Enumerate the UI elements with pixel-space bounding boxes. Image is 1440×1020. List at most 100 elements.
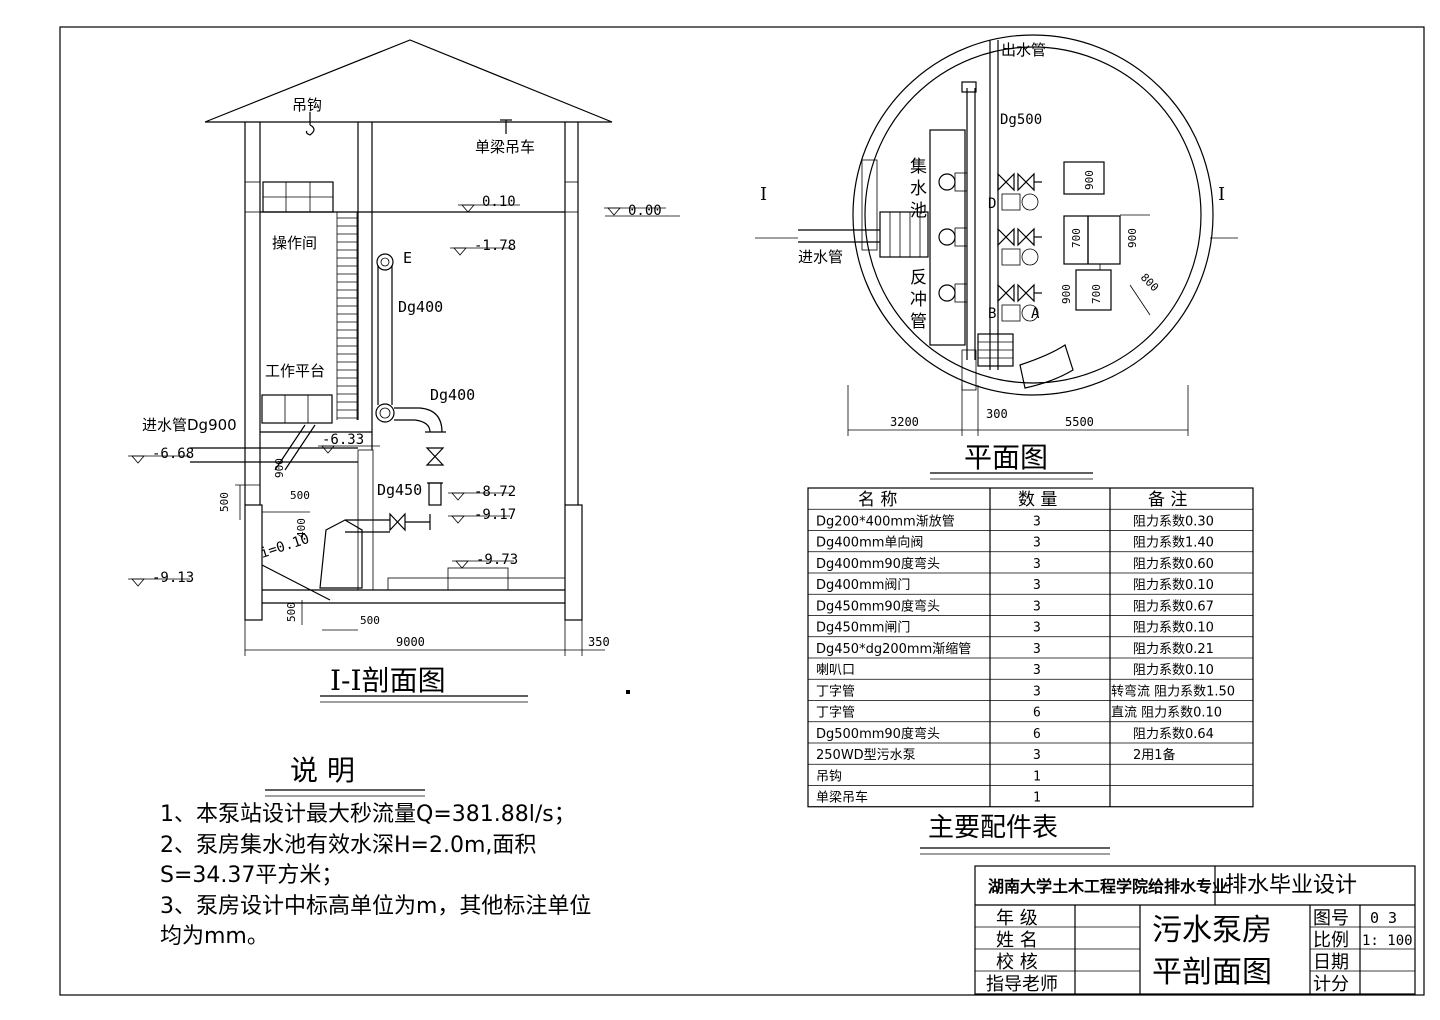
table-cell-name: Dg500mm90度弯头 xyxy=(816,726,940,742)
pump-body xyxy=(1001,304,1021,322)
section-mark-left: I xyxy=(760,184,767,205)
notes-block: 1、本泵站设计最大秒流量Q=381.88l/s； 2、泵房集水池有效水深H=2.… xyxy=(160,800,660,953)
table-cell-name: 250WD型污水泵 xyxy=(816,748,916,763)
table-cell-qty: 3 xyxy=(1033,557,1041,572)
gate-valve-icon xyxy=(389,512,406,532)
plan-dim-800: 800 xyxy=(1138,271,1161,294)
plan-title: 平面图 xyxy=(964,441,1048,474)
drawing-name-1: 污水泵房 xyxy=(1152,913,1272,948)
plan-valve-icon xyxy=(997,227,1015,247)
table-cell-note: 阻力系数0.10 xyxy=(1133,621,1214,636)
point-e-label: E xyxy=(403,249,412,267)
elevation-marker-icon xyxy=(131,578,145,587)
control-room-label: 操作间 xyxy=(272,234,317,252)
plan-dim-5500: 5500 xyxy=(1065,415,1094,429)
elev-9-17: -9.17 xyxy=(474,507,516,523)
pump-suction xyxy=(319,519,363,589)
pump-b-label: B xyxy=(988,306,996,322)
elevation-marker-icon xyxy=(607,207,621,216)
elevation-marker-icon xyxy=(131,455,145,464)
table-cell-name: Dg400mm90度弯头 xyxy=(816,556,940,572)
elevation-marker-icon xyxy=(451,492,465,501)
crane-label: 单梁吊车 xyxy=(475,138,535,156)
work-platform xyxy=(261,394,333,424)
sump-label-2: 水 xyxy=(910,179,927,199)
dg400-label-b: Dg400 xyxy=(430,386,475,404)
elevation-marker-icon xyxy=(455,560,469,569)
table-cell-qty: 3 xyxy=(1033,642,1041,657)
sheet-border xyxy=(59,26,1425,996)
dim-500-base: 500 xyxy=(360,614,380,627)
title-block xyxy=(974,865,1416,995)
table-cell-qty: 3 xyxy=(1033,684,1041,699)
tb-field-drawing-no: 图号 xyxy=(1313,908,1349,929)
plan-valve-icon xyxy=(997,172,1015,192)
tb-value-drawing-no: 0 3 xyxy=(1370,909,1397,927)
elevation-marker-icon xyxy=(461,204,475,213)
elev-1-78: -1.78 xyxy=(474,238,516,254)
backflush-label-1: 反 xyxy=(910,268,927,288)
right-wall-below-grade xyxy=(564,504,583,621)
table-cell-name: Dg450mm90度弯头 xyxy=(816,598,940,614)
plan-dim-700-a: 700 xyxy=(1070,228,1083,248)
plan-inlet-label: 进水管 xyxy=(798,248,843,266)
sump-label-1: 集 xyxy=(910,157,927,177)
dg400-label-a: Dg400 xyxy=(398,298,443,316)
outlet-pipe-label: 出水管 xyxy=(1001,41,1046,59)
pump-outlet-icon xyxy=(938,173,956,191)
tb-value-scale: 1: 100 xyxy=(1362,933,1413,949)
plan-check-valve-icon xyxy=(1017,283,1035,303)
table-cell-name: Dg200*400mm渐放管 xyxy=(816,514,955,529)
elev-0-10: 0.10 xyxy=(482,194,516,210)
dim-9000-label: 9000 xyxy=(396,635,425,649)
elev-6-68: -6.68 xyxy=(152,446,194,462)
tb-name: 姓 名 xyxy=(996,930,1038,951)
backflush-label-3: 管 xyxy=(910,312,927,332)
notes-title: 说 明 xyxy=(290,754,355,787)
table-cell-qty: 6 xyxy=(1033,727,1041,742)
plan-dim-900-b: 900 xyxy=(1126,228,1139,248)
elev-9-73: -9.73 xyxy=(476,552,518,568)
table-cell-name: 丁字管 xyxy=(816,706,855,721)
table-cell-note: 阻力系数0.10 xyxy=(1133,663,1214,678)
tb-field-date: 日期 xyxy=(1313,952,1349,973)
roof xyxy=(204,39,613,123)
section-view xyxy=(128,39,680,703)
plan-dim-3200: 3200 xyxy=(890,415,919,429)
table-cell-name: 单梁吊车 xyxy=(816,790,868,806)
pump-d-label: D xyxy=(988,196,996,212)
plan-dim-300: 300 xyxy=(986,407,1008,421)
table-cell-note: 转弯流 阻力系数1.50 xyxy=(1111,683,1235,699)
pump-connector xyxy=(954,172,968,192)
pump-motor-icon xyxy=(1021,248,1039,266)
inlet-pipe-label: 进水管Dg900 xyxy=(142,416,237,434)
elevation-marker-icon xyxy=(453,247,467,256)
pump-connector xyxy=(954,227,968,247)
drawing-name-2: 平剖面图 xyxy=(1152,955,1272,990)
table-cell-qty: 3 xyxy=(1033,599,1041,614)
plan-dim-900-c: 900 xyxy=(1060,284,1073,304)
pump-house-outer-wall xyxy=(852,34,1214,396)
dim-350-label: 350 xyxy=(588,635,610,649)
table-cell-name: Dg400mm阀门 xyxy=(816,578,910,593)
dim-900: 900 xyxy=(273,458,286,478)
table-cell-note: 阻力系数0.60 xyxy=(1133,557,1214,572)
table-cell-qty: 3 xyxy=(1033,748,1041,763)
outlet-dg500-label: Dg500 xyxy=(1000,112,1042,128)
pump-body xyxy=(1001,193,1021,211)
elev-6-33: -6.33 xyxy=(322,432,364,448)
plan-dim-700-b: 700 xyxy=(1090,284,1103,304)
table-cell-qty: 3 xyxy=(1033,514,1041,529)
pump-outlet-icon xyxy=(938,228,956,246)
pump-outlet-icon xyxy=(938,284,956,302)
section-title: I-I剖面图 xyxy=(330,664,446,697)
table-cell-name: Dg450*dg200mm渐缩管 xyxy=(816,641,971,657)
note-line: 3、泵房设计中标高单位为m，其他标注单位 xyxy=(160,893,592,919)
sump xyxy=(929,129,966,346)
dim-400: 400 xyxy=(295,518,308,538)
table-cell-name: 喇叭口 xyxy=(816,663,855,678)
table-cell-note: 阻力系数1.40 xyxy=(1133,536,1214,551)
table-cell-note: 2用1备 xyxy=(1133,747,1176,763)
pump-connector xyxy=(954,283,968,303)
table-cell-note: 阻力系数0.64 xyxy=(1133,727,1214,742)
